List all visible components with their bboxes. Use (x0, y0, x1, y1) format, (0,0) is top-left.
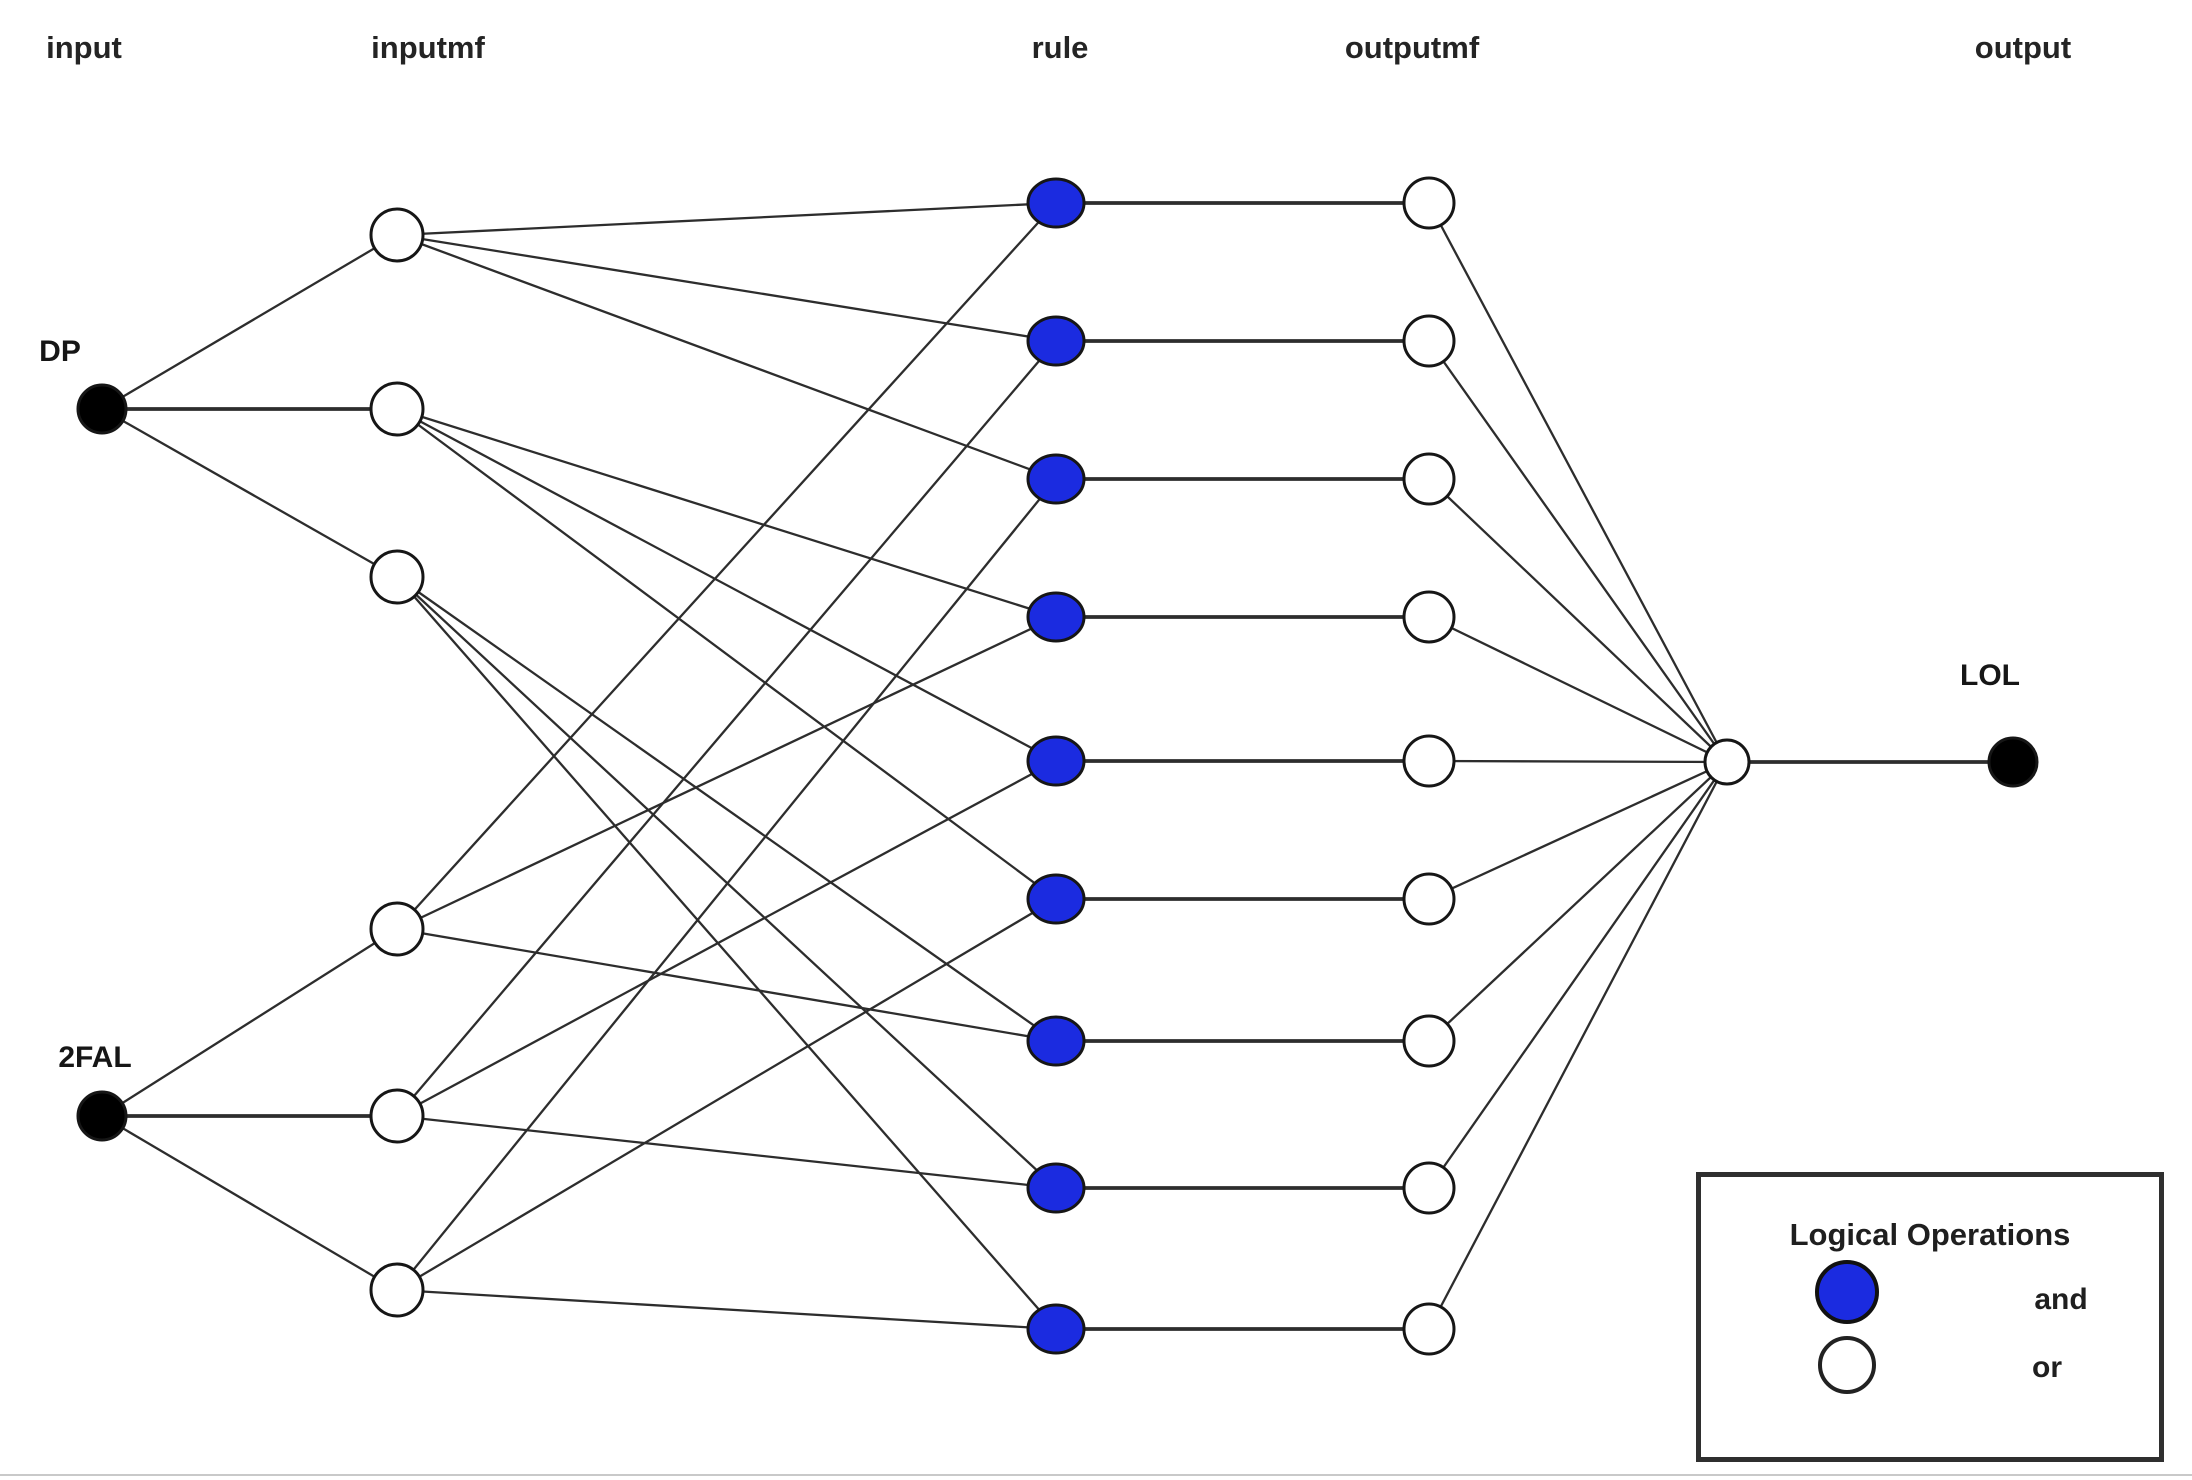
column-header-inputmf: inputmf (371, 30, 485, 65)
node-inputmf-m2 (369, 381, 425, 437)
legend-or-label: or (2032, 1351, 2062, 1384)
column-header-outputmf: outputmf (1344, 30, 1480, 65)
edge-o3-agg (1428, 478, 1728, 763)
node-outputmf-o3 (1402, 452, 1456, 506)
edge-o2-agg (1428, 340, 1728, 763)
node-rule-r5 (1026, 735, 1086, 787)
node-output-agg (1703, 738, 1751, 786)
edge-o8-agg (1428, 761, 1728, 1189)
edge-o9-agg (1427, 761, 1729, 1330)
input1-label: DP (39, 335, 81, 368)
node-input-FAL (76, 1090, 128, 1142)
column-header-rule: rule (1031, 30, 1089, 65)
node-rule-r9 (1026, 1303, 1086, 1355)
node-inputmf-m4 (369, 901, 425, 957)
node-outputmf-o7 (1402, 1014, 1456, 1068)
legend-title: Logical Operations (1789, 1217, 2071, 1252)
edge-m4-r1 (396, 202, 1057, 930)
node-input-DP (76, 383, 128, 435)
edge-FAL-m4 (101, 928, 398, 1117)
edge-m1-r2 (396, 233, 1057, 343)
edge-m5-r5 (396, 759, 1057, 1118)
edge-FAL-m6 (101, 1115, 398, 1291)
node-inputmf-m3 (369, 549, 425, 605)
edge-m1-r3 (396, 233, 1057, 481)
edge-m4-r4 (396, 615, 1057, 931)
node-rule-r1 (1026, 177, 1086, 229)
node-outputmf-o9 (1402, 1302, 1456, 1356)
figure-bottom-border (0, 1474, 2192, 1476)
edge-m6-r9 (396, 1288, 1057, 1331)
edge-o7-agg (1428, 761, 1728, 1042)
node-outputmf-o8 (1402, 1161, 1456, 1215)
node-outputmf-o5 (1402, 734, 1456, 788)
node-outputmf-o2 (1402, 314, 1456, 368)
edge-m2-r4 (396, 407, 1057, 619)
edge-m2-r6 (396, 408, 1057, 900)
node-rule-r7 (1026, 1015, 1086, 1067)
node-rule-r6 (1026, 873, 1086, 925)
input2-label: 2FAL (58, 1041, 132, 1074)
legend-and-swatch-icon (1815, 1260, 1879, 1324)
edge-m3-r7 (396, 576, 1057, 1042)
node-outputmf-o6 (1402, 872, 1456, 926)
edge-m6-r6 (396, 898, 1057, 1291)
edge-DP-m1 (101, 234, 398, 410)
edge-o1-agg (1427, 202, 1729, 763)
node-rule-r8 (1026, 1162, 1086, 1214)
edge-m4-r7 (396, 927, 1057, 1043)
legend-or-swatch-icon (1818, 1336, 1876, 1394)
output-label: LOL (1960, 659, 2020, 692)
edge-o6-agg (1428, 760, 1728, 901)
node-output-OUT (1987, 736, 2039, 788)
node-inputmf-m6 (369, 1262, 425, 1318)
edge-m3-r8 (396, 576, 1057, 1189)
node-inputmf-m1 (369, 207, 425, 263)
edge-DP-m3 (101, 408, 398, 578)
edge-m1-r1 (396, 201, 1057, 237)
node-outputmf-o4 (1402, 590, 1456, 644)
node-inputmf-m5 (369, 1088, 425, 1144)
edge-o5-agg (1428, 759, 1728, 764)
node-rule-r4 (1026, 591, 1086, 643)
legend-box: Logical Operations and or (1696, 1172, 2164, 1462)
node-rule-r2 (1026, 315, 1086, 367)
column-header-output: output (1974, 30, 2072, 65)
edge-m2-r5 (396, 407, 1057, 763)
column-header-input: input (46, 30, 122, 65)
edge-m6-r3 (396, 478, 1057, 1291)
edge-o4-agg (1428, 615, 1728, 764)
node-rule-r3 (1026, 453, 1086, 505)
edge-m5-r2 (396, 340, 1057, 1117)
legend-and-label: and (2034, 1283, 2088, 1316)
node-outputmf-o1 (1402, 176, 1456, 230)
edge-m3-r9 (396, 576, 1057, 1330)
edge-m5-r8 (396, 1114, 1057, 1190)
